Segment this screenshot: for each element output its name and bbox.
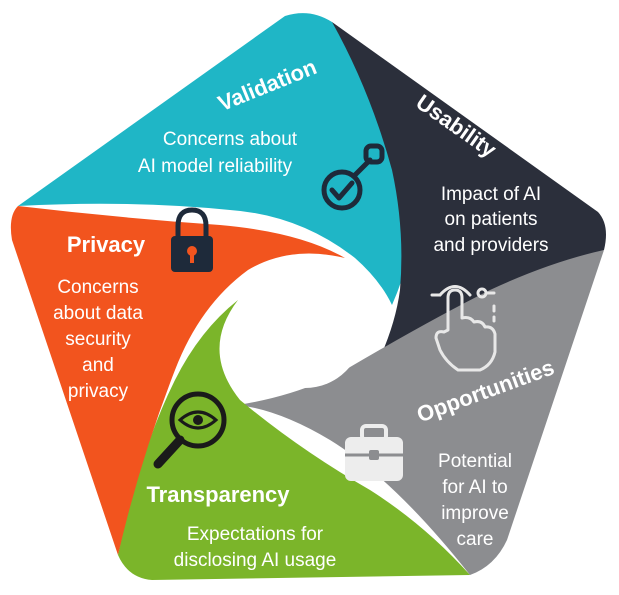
opportunities-segment (238, 250, 604, 575)
usability-segment (332, 22, 606, 420)
privacy-line-4: and (82, 355, 114, 376)
validation-line-2: AI model reliability (138, 156, 293, 177)
touch-hand-icon (430, 285, 497, 372)
privacy-title: Privacy (67, 232, 146, 257)
transparency-segment (118, 300, 470, 580)
usability-line-1: Impact of AI (441, 184, 541, 205)
pacifier-check-icon (321, 143, 385, 211)
privacy-segment (10, 206, 345, 555)
opportunities-line-4: care (457, 529, 494, 550)
privacy-line-2: about data (53, 303, 143, 324)
opportunities-line-2: for AI to (442, 477, 507, 498)
validation-line-1: Concerns about (163, 129, 298, 150)
briefcase-icon (345, 424, 403, 481)
transparency-line-1: Expectations for (187, 524, 324, 545)
usability-line-2: on patients (445, 209, 538, 230)
privacy-line-1: Concerns (57, 277, 138, 298)
center-hole (247, 272, 363, 388)
opportunities-line-1: Potential (438, 451, 512, 472)
privacy-line-5: privacy (68, 381, 129, 402)
transparency-line-2: disclosing AI usage (174, 550, 337, 571)
opportunities-line-3: improve (441, 503, 509, 524)
transparency-title: Transparency (146, 482, 290, 507)
usability-line-3: and providers (433, 235, 548, 256)
magnifier-eye-icon (153, 391, 227, 469)
padlock-icon (171, 207, 213, 272)
privacy-line-3: security (65, 329, 131, 350)
validation-segment (18, 13, 415, 305)
